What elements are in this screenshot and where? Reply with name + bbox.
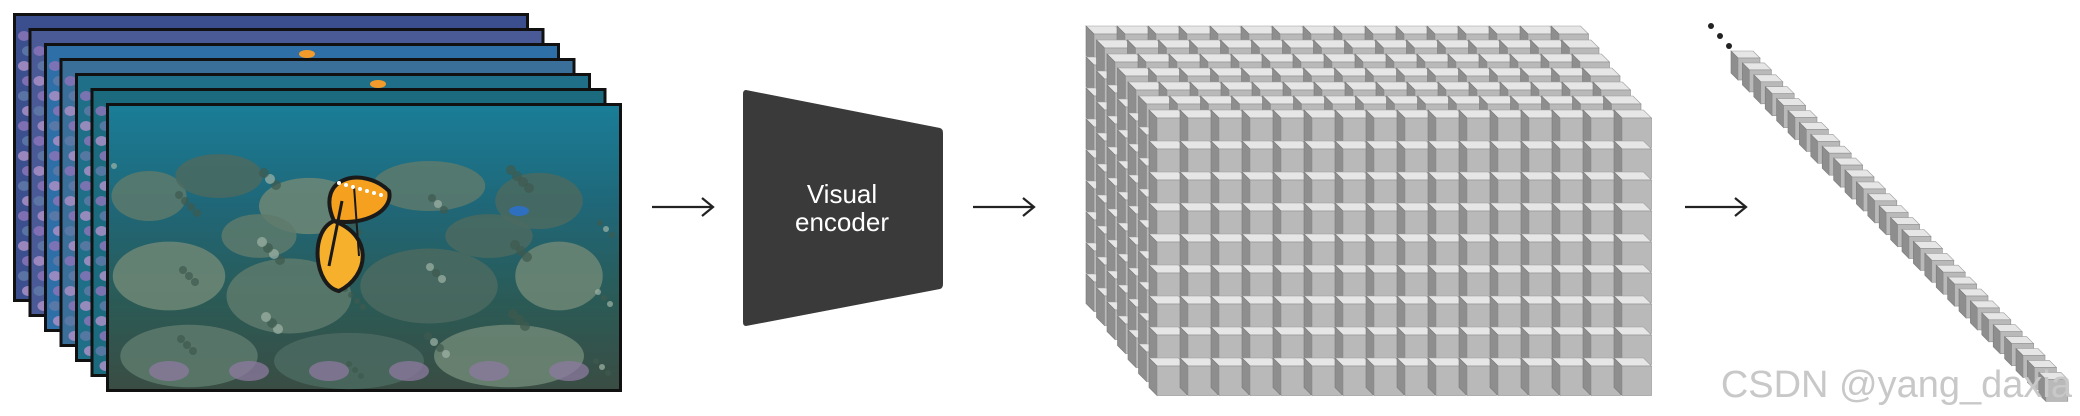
butterfly (315, 175, 392, 294)
arrow-encoder-to-cube (973, 197, 1036, 217)
encoder-label-line2: encoder (795, 207, 889, 237)
token-cube-cell (1148, 357, 1188, 397)
token-cube-cell (1582, 357, 1622, 397)
encoder-label-line1: Visual (807, 179, 877, 209)
video-frame (106, 103, 622, 392)
spacetime-token-cube (1085, 25, 1653, 397)
visual-encoder-block: Visual encoder (743, 90, 943, 326)
token-cube-cell (1458, 357, 1498, 397)
ellipsis-dots (1708, 23, 1732, 49)
flattened-token-sequence (1730, 50, 2069, 403)
arrow-cube-to-sequence (1685, 197, 1748, 217)
video-frame-stack (13, 13, 622, 392)
sequence-token (2038, 371, 2069, 403)
coral-reef (111, 154, 615, 390)
token-cube-cell (1613, 357, 1653, 397)
watermark: CSDN @yang_daxia (1721, 364, 2073, 406)
token-cube-cell (1396, 357, 1436, 397)
arrow-frames-to-encoder (652, 197, 715, 217)
